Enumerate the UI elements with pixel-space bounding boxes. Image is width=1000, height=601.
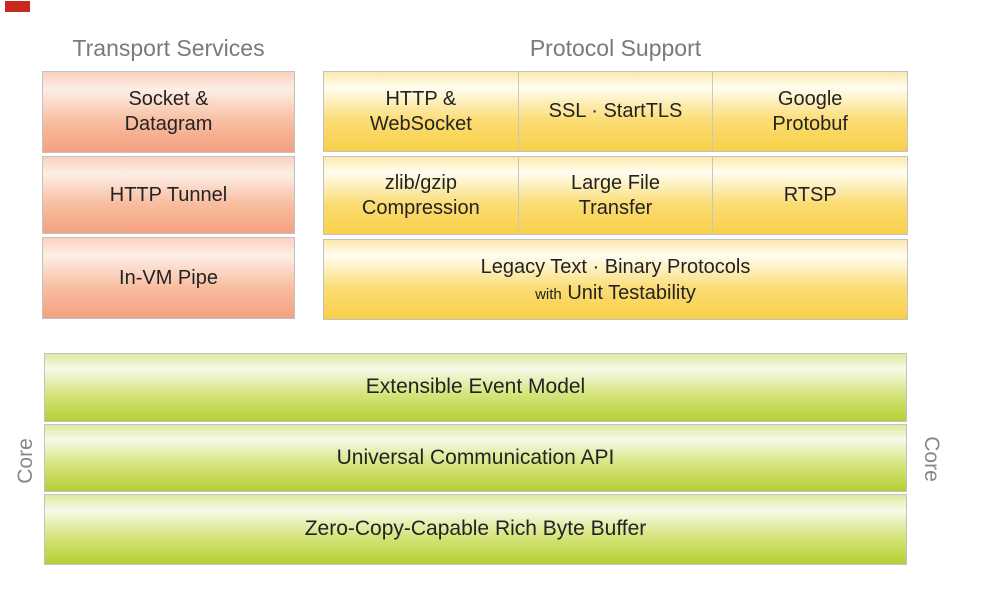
transport-box-socket-datagram: Socket & Datagram (42, 71, 295, 153)
protocol-cell-large-file-transfer: Large File Transfer (517, 157, 713, 234)
protocol-cell-google-protobuf: Google Protobuf (712, 72, 907, 151)
core-bar-byte-buffer: Zero-Copy-Capable Rich Byte Buffer (44, 494, 907, 565)
protocol-cell-ssl-starttls: SSL · StartTLS (517, 72, 713, 151)
protocol-cell-http-websocket: HTTP & WebSocket (369, 87, 472, 135)
legacy-unit-testability: Unit Testability (567, 281, 696, 304)
protocol-row-1: HTTP & WebSocket SSL · StartTLS Google P… (323, 71, 908, 152)
transport-services-title: Transport Services (72, 35, 265, 61)
legacy-protocols-line2: with Unit Testability (535, 280, 696, 306)
core-bar-event-model: Extensible Event Model (44, 353, 907, 422)
protocol-support-title: Protocol Support (529, 35, 702, 61)
legacy-with-word: with (535, 285, 562, 303)
core-label-right: Core (920, 436, 943, 482)
red-marker (5, 1, 30, 12)
protocol-row-2: zlib/gzip Compression Large File Transfe… (323, 156, 908, 235)
transport-box-http-tunnel: HTTP Tunnel (42, 156, 295, 234)
protocol-cell-legacy-protocols: Legacy Text · Binary Protocols with Unit… (323, 239, 908, 320)
protocol-cell-rtsp: RTSP (712, 157, 907, 234)
core-bar-communication-api: Universal Communication API (44, 424, 907, 492)
protocol-cell-zlib-gzip: zlib/gzip Compression (361, 171, 480, 219)
core-label-left: Core (14, 438, 37, 484)
transport-box-invm-pipe: In-VM Pipe (42, 237, 295, 319)
legacy-protocols-line1: Legacy Text · Binary Protocols (480, 255, 751, 278)
